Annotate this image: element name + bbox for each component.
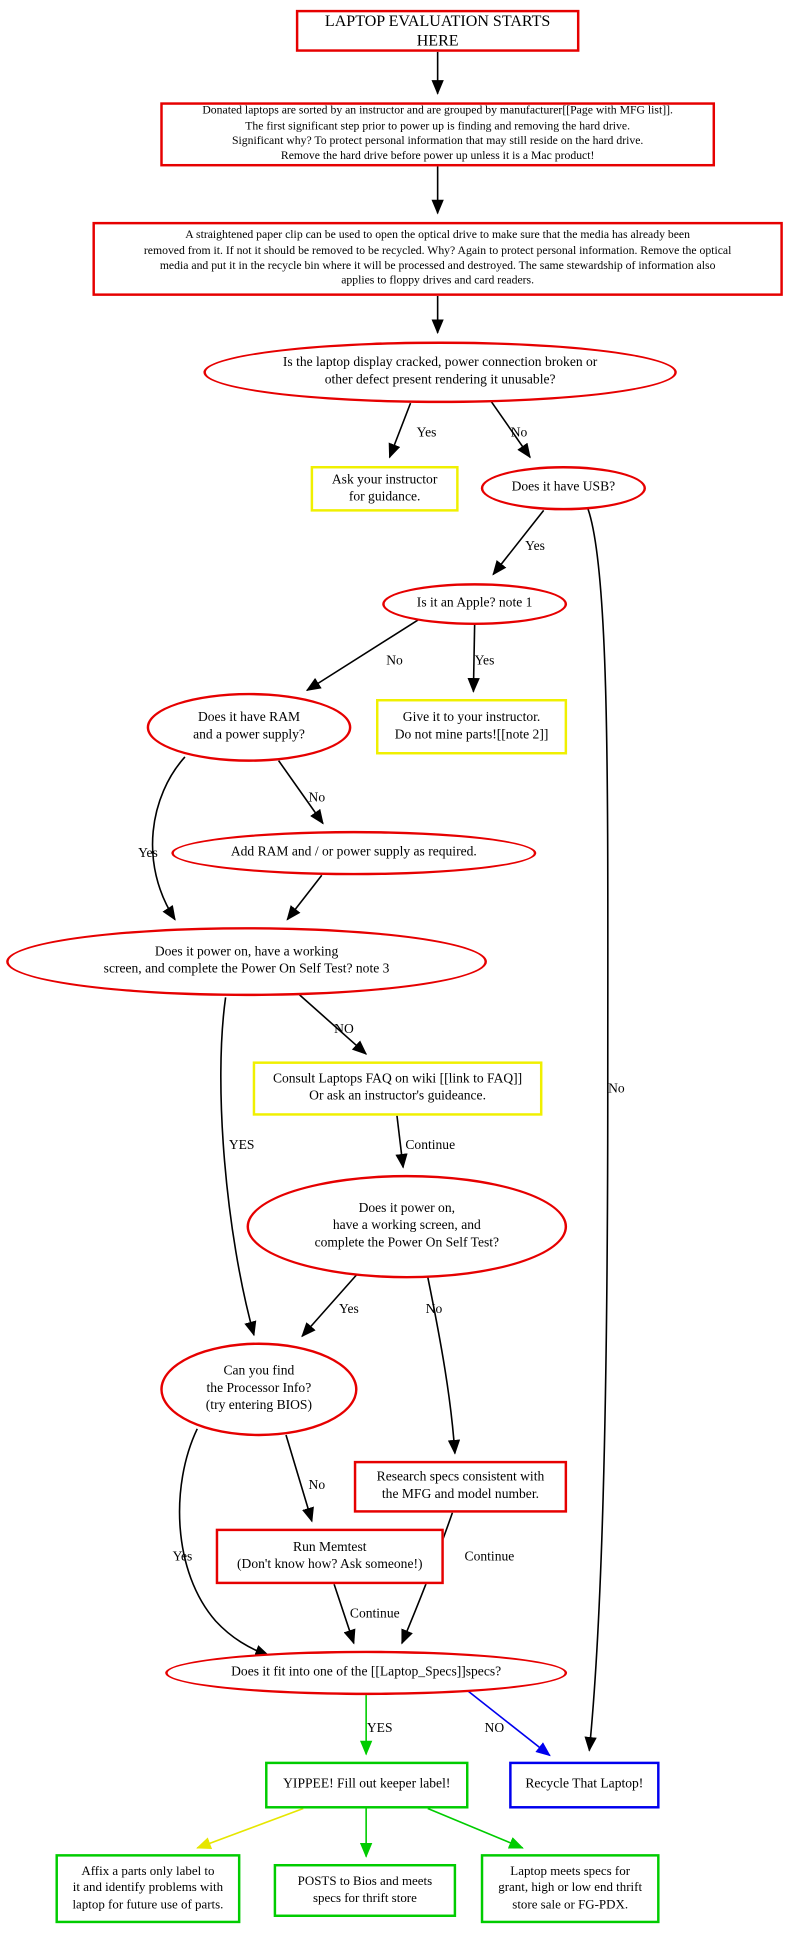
edge-ram-yes: [151, 756, 186, 921]
node-posts-bios: POSTS to Bios and meets specs for thrift…: [273, 1863, 457, 1918]
edge-label-faq-continue: Continue: [405, 1137, 456, 1153]
edge-label-fit-yes: YES: [366, 1720, 393, 1736]
edge-keeper-to-parts: [196, 1807, 304, 1850]
edge-label-fit-no: NO: [484, 1720, 505, 1736]
node-is-apple-question: Is it an Apple? note 1: [382, 583, 568, 626]
node-has-ram-question: Does it have RAM and a power supply?: [146, 692, 352, 762]
node-give-instructor: Give it to your instructor. Do not mine …: [376, 698, 568, 755]
node-has-usb-question: Does it have USB?: [480, 465, 646, 511]
node-run-memtest: Run Memtest (Don't know how? Ask someone…: [215, 1528, 444, 1585]
node-recycle-laptop: Recycle That Laptop!: [509, 1761, 660, 1809]
edge-faq-continue: [395, 1115, 408, 1169]
node-fits-specs-question: Does it fit into one of the [[Laptop_Spe…: [165, 1650, 568, 1696]
edge-label-research-continue: Continue: [464, 1549, 515, 1565]
edge-fit-no: [467, 1690, 551, 1757]
node-ask-instructor: Ask your instructor for guidance.: [310, 465, 459, 512]
edge-keeper-to-meets: [427, 1807, 524, 1849]
edge-label-cracked-no: No: [510, 425, 528, 441]
node-add-ram: Add RAM and / or power supply as require…: [171, 830, 537, 876]
edge-label-usb-no: No: [608, 1081, 625, 1096]
node-sorting-instructions: Donated laptops are sorted by an instruc…: [160, 102, 716, 167]
edge-label-memtest-continue: Continue: [349, 1606, 400, 1622]
edge-label-power2-yes: Yes: [339, 1301, 359, 1317]
node-keeper-label: YIPPEE! Fill out keeper label!: [265, 1761, 469, 1809]
edge-label-power1-no: NO: [334, 1021, 354, 1037]
edge-addram-to-power1: [286, 874, 323, 921]
node-start: LAPTOP EVALUATION STARTS HERE: [295, 9, 580, 52]
node-power-on-question-2: Does it power on, have a working screen,…: [246, 1174, 568, 1279]
edge-label-apple-no: No: [386, 653, 403, 669]
edge-label-cracked-yes: Yes: [416, 425, 437, 441]
edge-usb-no: [584, 508, 609, 1752]
edge-label-power2-no: No: [425, 1301, 443, 1317]
node-optical-instructions: A straightened paper clip can be used to…: [92, 221, 783, 296]
edge-cracked-yes: [388, 402, 412, 459]
edge-label-ram-yes: Yes: [138, 845, 158, 861]
edge-label-ram-no: No: [308, 790, 326, 806]
edge-power1-no: [299, 994, 368, 1055]
edge-label-power1-yes: YES: [228, 1137, 255, 1153]
edge-label-usb-yes: Yes: [525, 538, 545, 554]
node-meets-specs: Laptop meets specs for grant, high or lo…: [480, 1854, 660, 1924]
node-display-cracked-question: Is the laptop display cracked, power con…: [203, 341, 677, 404]
node-power-on-question-1: Does it power on, have a working screen,…: [6, 927, 487, 997]
edge-label-proc-yes: Yes: [172, 1549, 193, 1565]
edge-power1-yes: [220, 997, 257, 1337]
node-parts-only-label: Affix a parts only label to it and ident…: [55, 1854, 241, 1924]
edge-label-proc-no: No: [308, 1478, 326, 1493]
node-consult-faq: Consult Laptops FAQ on wiki [[link to FA…: [252, 1061, 543, 1116]
node-research-specs: Research specs consistent with the MFG a…: [353, 1460, 568, 1513]
node-processor-info-question: Can you find the Processor Info? (try en…: [160, 1342, 358, 1437]
edge-label-apple-yes: Yes: [474, 653, 495, 669]
